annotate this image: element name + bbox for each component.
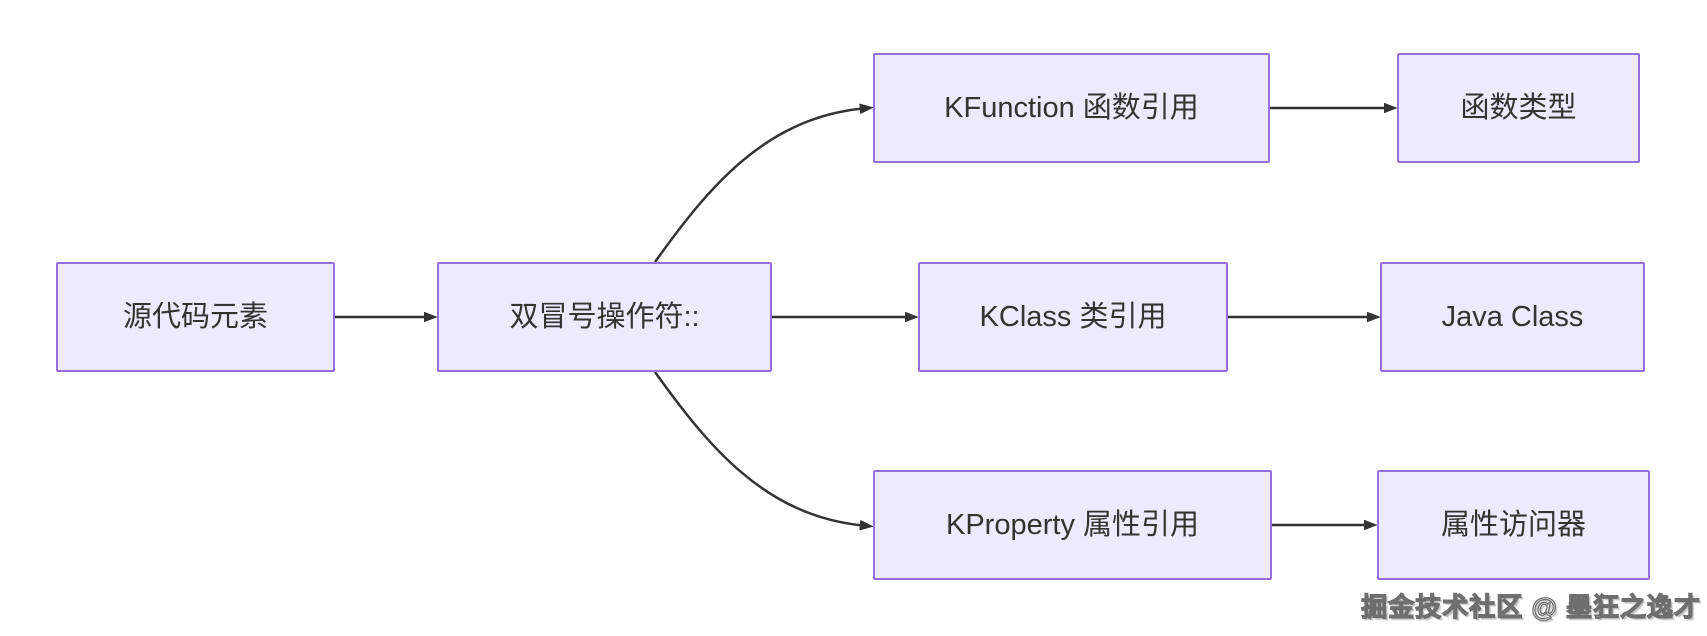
node-kclass-label: KClass 类引用 xyxy=(979,300,1167,333)
watermark: 掘金技术社区 @ 墨狂之逸才 xyxy=(1361,591,1701,622)
node-javaclass: Java Class xyxy=(1380,262,1645,372)
node-ftype: 函数类型 xyxy=(1397,53,1640,163)
edge-operator-kfunction xyxy=(653,103,874,263)
node-ftype-label: 函数类型 xyxy=(1460,91,1577,124)
node-kproperty: KProperty 属性引用 xyxy=(873,470,1272,580)
node-operator-label: 双冒号操作符:: xyxy=(509,300,700,333)
node-javaclass-label: Java Class xyxy=(1441,300,1584,333)
node-kfunction: KFunction 函数引用 xyxy=(873,53,1270,163)
node-paccessor-label: 属性访问器 xyxy=(1440,508,1586,541)
node-operator: 双冒号操作符:: xyxy=(437,262,772,372)
node-paccessor: 属性访问器 xyxy=(1377,470,1650,580)
node-source-label: 源代码元素 xyxy=(122,300,268,333)
node-kclass: KClass 类引用 xyxy=(918,262,1228,372)
node-kproperty-label: KProperty 属性引用 xyxy=(946,508,1199,541)
node-source: 源代码元素 xyxy=(56,262,335,372)
node-kfunction-label: KFunction 函数引用 xyxy=(944,91,1199,124)
edge-operator-kproperty xyxy=(653,371,874,531)
